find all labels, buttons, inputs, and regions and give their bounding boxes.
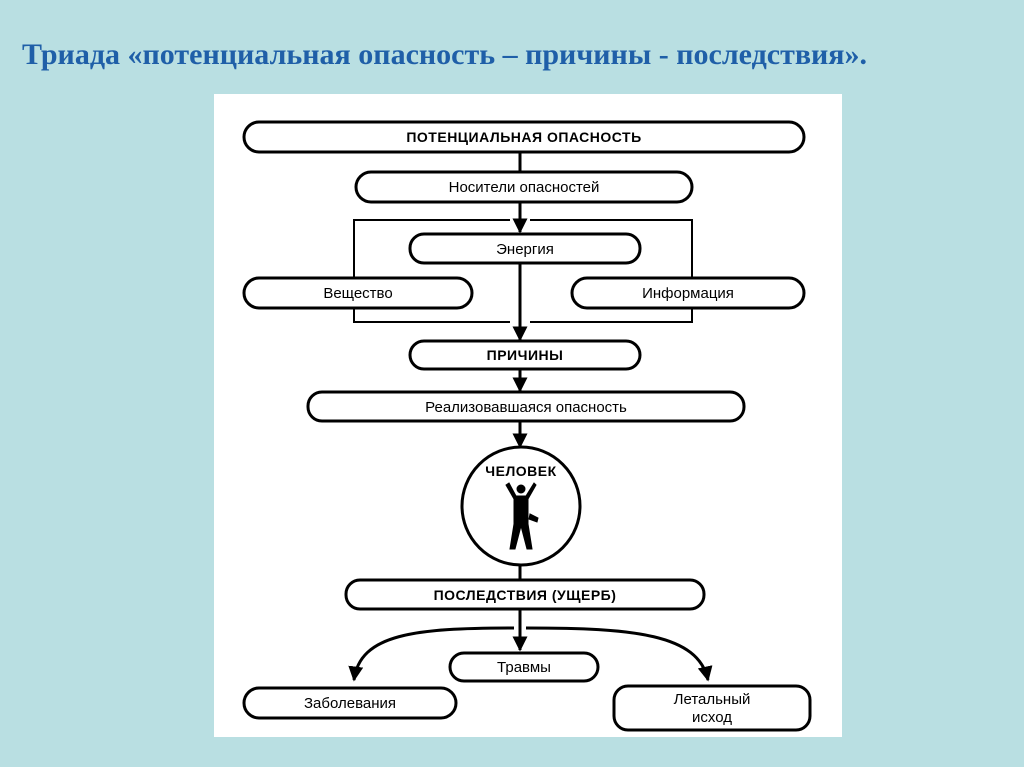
human-label: ЧЕЛОВЕК bbox=[485, 463, 556, 479]
injuries-box bbox=[448, 651, 600, 683]
person-arms-raised-icon bbox=[505, 482, 539, 550]
realized-hazard-box bbox=[306, 390, 746, 423]
slide-title: Триада «потенциальная опасность – причин… bbox=[22, 38, 868, 71]
consequences-label: ПОСЛЕДСТВИЯ (УЩЕРБ) bbox=[434, 587, 617, 603]
arrow-to-lethal bbox=[525, 626, 713, 682]
substance-label: Вещество bbox=[323, 285, 392, 302]
arrow-to-diseases bbox=[348, 626, 515, 682]
energy-label: Энергия bbox=[496, 241, 554, 258]
causes-label: ПРИЧИНЫ bbox=[487, 347, 564, 363]
potential-hazard-box bbox=[242, 120, 806, 154]
consequences-box bbox=[344, 578, 706, 611]
lethal-outcome-box bbox=[612, 684, 812, 732]
hazard-triad-diagram: ПОТЕНЦИАЛЬНАЯ ОПАСНОСТЬ Носители опаснос… bbox=[242, 120, 812, 732]
information-label: Информация bbox=[642, 285, 734, 302]
substance-box bbox=[242, 276, 474, 310]
diseases-box bbox=[242, 686, 458, 720]
hazard-carriers-box bbox=[354, 170, 694, 204]
bracket-right bbox=[530, 219, 693, 323]
bracket-left bbox=[353, 219, 510, 323]
diseases-label: Заболевания bbox=[304, 695, 396, 712]
realized-hazard-label: Реализовавшаяся опасность bbox=[425, 399, 627, 416]
diagram-panel: ПОТЕНЦИАЛЬНАЯ ОПАСНОСТЬ Носители опаснос… bbox=[214, 94, 842, 737]
information-box bbox=[570, 276, 806, 310]
energy-box bbox=[408, 232, 642, 265]
causes-box bbox=[408, 339, 642, 371]
lethal-outcome-label-line2: исход bbox=[692, 709, 732, 726]
lethal-outcome-label-line1: Летальный bbox=[674, 691, 751, 708]
hazard-carriers-label: Носители опасностей bbox=[449, 179, 600, 196]
injuries-label: Травмы bbox=[497, 659, 551, 676]
potential-hazard-label: ПОТЕНЦИАЛЬНАЯ ОПАСНОСТЬ bbox=[406, 129, 641, 145]
